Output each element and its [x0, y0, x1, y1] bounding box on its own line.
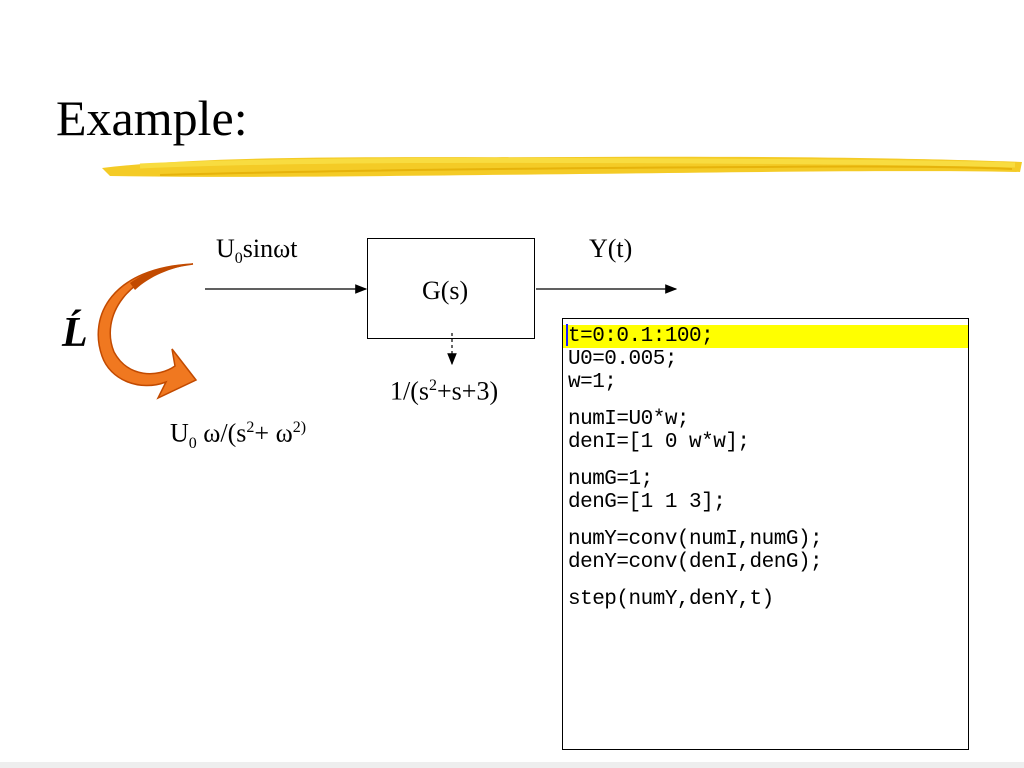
code-line: t=0:0.1:100;	[563, 325, 968, 348]
block-expression-label: 1/(s2+s+3)	[390, 376, 499, 406]
code-line: denG=[1 1 3];	[568, 491, 726, 514]
code-line: step(numY,denY,t)	[568, 588, 774, 611]
block-label: G(s)	[422, 276, 469, 305]
slide-title: Example:	[56, 90, 248, 146]
code-line: w=1;	[568, 371, 617, 394]
laplace-result-label: U0 ω/(s2+ ω2)	[170, 418, 307, 452]
transfer-function-block	[367, 238, 535, 339]
code-line: denI=[1 0 w*w];	[568, 431, 750, 454]
bottom-divider	[0, 762, 1024, 768]
text-caret	[566, 324, 568, 346]
laplace-symbol: Ĺ	[62, 310, 88, 356]
code-line-blank	[563, 394, 968, 408]
matlab-code-panel[interactable]: t=0:0.1:100; U0=0.005; w=1; numI=U0*w; d…	[562, 318, 969, 750]
output-signal-label: Y(t)	[589, 234, 633, 263]
title-underline-stroke	[102, 156, 1022, 177]
code-line: denY=conv(denI,denG);	[568, 551, 823, 574]
input-signal-label: U0sinωt	[216, 234, 298, 268]
code-line-blank	[563, 574, 968, 588]
code-line: U0=0.005;	[568, 348, 677, 371]
code-line: numI=U0*w;	[568, 408, 690, 431]
code-line: numY=conv(numI,numG);	[568, 528, 823, 551]
code-line-blank	[563, 454, 968, 468]
code-line-blank	[563, 514, 968, 528]
code-line: numG=1;	[568, 468, 653, 491]
laplace-curved-arrow-icon	[97, 263, 198, 400]
